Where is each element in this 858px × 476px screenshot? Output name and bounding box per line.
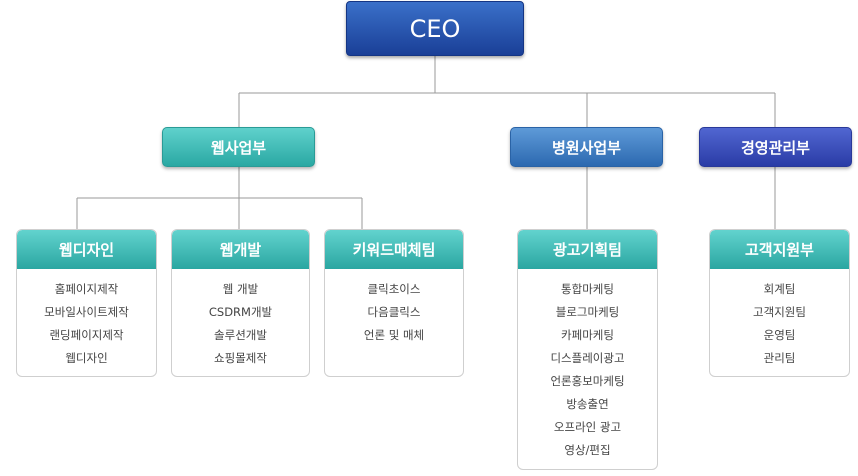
team-title: 키워드매체팀: [325, 230, 463, 269]
team-item: 관리팀: [763, 351, 796, 365]
team-card-web-dev: 웹개발 웹 개발 CSDRM개발 솔루션개발 쇼핑몰제작: [171, 229, 310, 377]
team-item: 디스플레이광고: [550, 351, 625, 365]
team-item: 언론 및 매체: [363, 328, 425, 342]
dept-label: 웹사업부: [210, 138, 267, 157]
dept-management: 경영관리부: [699, 127, 852, 167]
dept-hospital-business: 병원사업부: [510, 127, 663, 167]
team-card-customer-support: 고객지원부 회계팀 고객지원팀 운영팀 관리팀: [709, 229, 850, 377]
team-item: 모바일사이트제작: [44, 305, 129, 319]
team-item: 운영팀: [763, 328, 796, 342]
team-item: 고객지원팀: [753, 305, 806, 319]
team-item: 통합마케팅: [561, 282, 614, 296]
team-title: 광고기획팀: [518, 230, 657, 269]
team-item: 다음클릭스: [367, 305, 421, 319]
team-item: 웹 개발: [222, 282, 259, 296]
team-item: 오프라인 광고: [553, 420, 622, 434]
dept-web-business: 웹사업부: [162, 127, 315, 167]
team-item: 방송출연: [566, 397, 609, 411]
team-title: 웹디자인: [17, 230, 156, 269]
dept-label: 경영관리부: [740, 138, 810, 157]
team-title: 웹개발: [172, 230, 309, 269]
team-item: 회계팀: [763, 282, 796, 296]
team-item: 홈페이지제작: [54, 282, 119, 296]
team-item: 언론홍보마케팅: [550, 374, 625, 388]
team-item: CSDRM개발: [208, 305, 273, 319]
team-item: 영상/편집: [564, 443, 611, 457]
team-item: 쇼핑몰제작: [214, 351, 267, 365]
ceo-box: CEO: [346, 1, 524, 56]
team-item: 랜딩페이지제작: [49, 328, 124, 342]
team-card-web-design: 웹디자인 홈페이지제작 모바일사이트제작 랜딩페이지제작 웹디자인: [16, 229, 157, 377]
team-card-ad-planning: 광고기획팀 통합마케팅 블로그마케팅 카페마케팅 디스플레이광고 언론홍보마케팅…: [517, 229, 658, 470]
team-card-keyword-media: 키워드매체팀 클릭초이스 다음클릭스 언론 및 매체: [324, 229, 464, 377]
team-item: 솔루션개발: [214, 328, 267, 342]
team-item: 웹디자인: [65, 351, 108, 365]
ceo-label: CEO: [409, 14, 461, 43]
dept-label: 병원사업부: [551, 138, 621, 157]
team-title: 고객지원부: [710, 230, 849, 269]
team-item: 카페마케팅: [561, 328, 614, 342]
team-item: 클릭초이스: [367, 282, 421, 296]
team-item: 블로그마케팅: [555, 305, 620, 319]
